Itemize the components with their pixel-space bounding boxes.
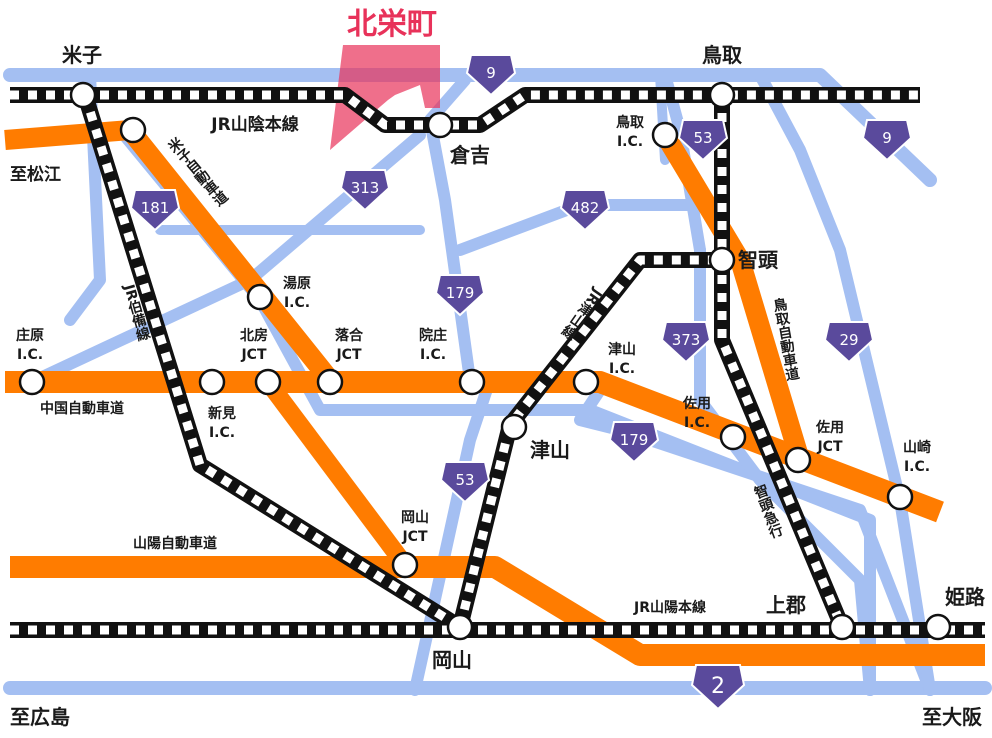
svg-text:53: 53 (693, 129, 712, 147)
node-okayama-jct (391, 551, 419, 579)
node-shobara-ic (18, 368, 46, 396)
ic-label-sayo-jct-1: 佐用 (815, 419, 844, 436)
route-markers: 9 9 53 313 181 482 179 373 (129, 54, 913, 711)
node-yonago (69, 81, 97, 109)
node-sayo-ic (719, 423, 747, 451)
ic-label-sayo-jct-2: JCT (816, 439, 842, 455)
road-route-29 (754, 69, 936, 696)
ic-label-ochiai-2: JCT (335, 347, 361, 363)
station-label-chizu: 智頭 (738, 248, 779, 272)
node-tsuyama-ic (572, 368, 600, 396)
svg-text:482: 482 (571, 199, 600, 217)
ic-label-niimi-2: I.C. (209, 425, 235, 441)
ic-label-tsuyama-1: 津山 (608, 341, 636, 358)
route-marker-482: 482 (559, 189, 611, 232)
route-marker-53b: 53 (439, 461, 491, 504)
rail-tsuyama-inbi (452, 252, 720, 629)
rail-chizu-kyuko (714, 95, 850, 631)
ic-label-tottori-1: 鳥取 (616, 114, 645, 131)
node-okayama (446, 613, 474, 641)
route-marker-9b: 9 (861, 119, 913, 162)
route-marker-9a: 9 (465, 54, 517, 97)
station-label-kamigori: 上郡 (766, 593, 806, 617)
node-yubara-ic (246, 283, 274, 311)
ic-label-tsuyama-2: I.C. (609, 361, 635, 377)
direction-osaka: 至大阪 (922, 705, 983, 729)
line-label-sanyo: JR山陽本線 (633, 599, 706, 616)
ic-label-yubara-2: I.C. (284, 295, 310, 311)
expressway-label-sanyo: 山陽自動車道 (133, 535, 217, 552)
highlight-label: 北栄町 (347, 7, 437, 42)
expressway-okayama (260, 376, 413, 571)
ic-label-okayama-jct-2: JCT (401, 529, 427, 545)
node-ochiai-jct (316, 368, 344, 396)
svg-text:9: 9 (486, 64, 496, 82)
ic-label-sayo-ic-2: I.C. (684, 415, 710, 431)
station-label-tottori: 鳥取 (702, 43, 742, 67)
ic-label-yamasaki-1: 山崎 (903, 439, 931, 456)
node-kurayoshi (426, 111, 454, 139)
node-sayo-jct (784, 446, 812, 474)
node-innosho-ic (458, 368, 486, 396)
ic-label-yamasaki-2: I.C. (904, 459, 930, 475)
rail-hakubi (77, 92, 465, 634)
svg-text:179: 179 (620, 431, 649, 449)
expressway-tottori (656, 129, 810, 463)
node-niimi-ic (198, 368, 226, 396)
ic-label-hokubo-2: JCT (240, 347, 266, 363)
ic-label-innosho-2: I.C. (420, 347, 446, 363)
node-tsuyama (500, 413, 528, 441)
station-label-okayama: 岡山 (432, 648, 472, 672)
ic-label-innosho-1: 院庄 (419, 327, 447, 344)
route-marker-313: 313 (339, 169, 391, 212)
ic-label-sayo-ic-1: 佐用 (682, 395, 711, 412)
node-hokubo-jct (254, 368, 282, 396)
ic-label-shobara-2: I.C. (17, 347, 43, 363)
ic-label-niimi-1: 新見 (208, 405, 236, 422)
line-label-sanin: JR山陰本線 (210, 114, 298, 135)
station-label-kurayoshi: 倉吉 (449, 143, 490, 167)
route-marker-373: 373 (660, 321, 712, 364)
route-marker-179b: 179 (608, 421, 660, 464)
station-nodes (18, 81, 952, 641)
route-marker-53a: 53 (677, 119, 729, 162)
station-label-yonago: 米子 (62, 43, 102, 67)
svg-text:373: 373 (672, 331, 701, 349)
route-marker-29: 29 (823, 321, 875, 364)
ic-label-tottori-2: I.C. (617, 134, 643, 150)
ic-label-hokubo-1: 北房 (240, 327, 268, 344)
direction-hiroshima: 至広島 (10, 705, 70, 729)
node-tottori-ic (651, 121, 679, 149)
svg-text:179: 179 (446, 284, 475, 302)
svg-text:181: 181 (141, 199, 170, 217)
route-marker-181: 181 (129, 189, 181, 232)
station-label-himeji: 姫路 (945, 585, 986, 609)
svg-text:2: 2 (711, 674, 725, 699)
svg-text:53: 53 (455, 471, 474, 489)
ic-label-ochiai-1: 落合 (335, 327, 364, 344)
node-himeji (924, 613, 952, 641)
station-label-tsuyama: 津山 (530, 438, 570, 462)
expressway-sanyo (10, 556, 985, 666)
node-chizu (708, 246, 736, 274)
highlight-marker (330, 45, 440, 150)
ic-label-okayama-jct-1: 岡山 (401, 510, 429, 526)
node-tottori (708, 81, 736, 109)
ic-label-yubara-1: 湯原 (283, 275, 311, 292)
svg-text:313: 313 (351, 179, 380, 197)
direction-matsue: 至松江 (10, 164, 61, 185)
route-marker-2: 2 (690, 664, 746, 711)
node-yonago-ic (119, 116, 147, 144)
route-marker-179a: 179 (434, 274, 486, 317)
svg-text:29: 29 (839, 331, 858, 349)
ic-label-shobara-1: 庄原 (16, 327, 44, 344)
expressway-label-chugoku: 中国自動車道 (40, 400, 124, 417)
svg-text:9: 9 (882, 129, 892, 147)
node-yamasaki-ic (886, 483, 914, 511)
node-kamigori (828, 613, 856, 641)
